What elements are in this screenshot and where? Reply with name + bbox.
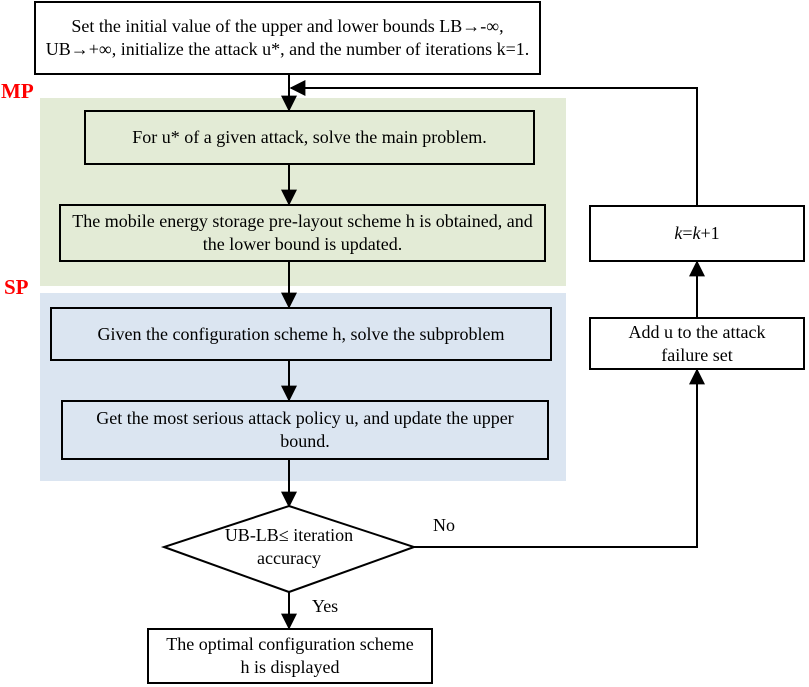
solve-subproblem-box: Given the configuration scheme h, solve …	[50, 307, 552, 361]
attack-policy-box: Get the most serious attack policy u, an…	[61, 400, 549, 460]
solve-main-problem-box: For u* of a given attack, solve the main…	[84, 110, 535, 165]
mp-region-label: MP	[1, 79, 34, 103]
increment-box: k=k+1	[589, 205, 805, 262]
attack-policy-text: Get the most serious attack policy u, an…	[96, 408, 514, 451]
solve-main-problem-text: For u* of a given attack, solve the main…	[132, 127, 487, 147]
init-text: Set the initial value of the upper and l…	[45, 16, 530, 59]
edge-increment-loop-back	[289, 80, 698, 205]
prelayout-text: The mobile energy storage pre-layout sch…	[72, 211, 533, 254]
prelayout-box: The mobile energy storage pre-layout sch…	[59, 204, 546, 262]
add-failure-box: Add u to the attack failure set	[589, 317, 805, 370]
increment-text: k=k+1	[674, 223, 720, 243]
yes-label: Yes	[312, 596, 339, 616]
edge-decision-to-failure	[414, 368, 705, 548]
add-failure-text: Add u to the attack failure set	[628, 321, 766, 365]
sp-region-label: SP	[4, 275, 29, 299]
init-box: Set the initial value of the upper and l…	[34, 1, 541, 75]
no-label: No	[433, 515, 455, 535]
output-text: The optimal configuration scheme h is di…	[166, 634, 414, 677]
solve-subproblem-text: Given the configuration scheme h, solve …	[97, 323, 505, 344]
decision-diamond	[160, 504, 418, 594]
decision-text: UB-LB≤ iteration accuracy	[224, 525, 354, 568]
output-box: The optimal configuration scheme h is di…	[147, 628, 433, 684]
